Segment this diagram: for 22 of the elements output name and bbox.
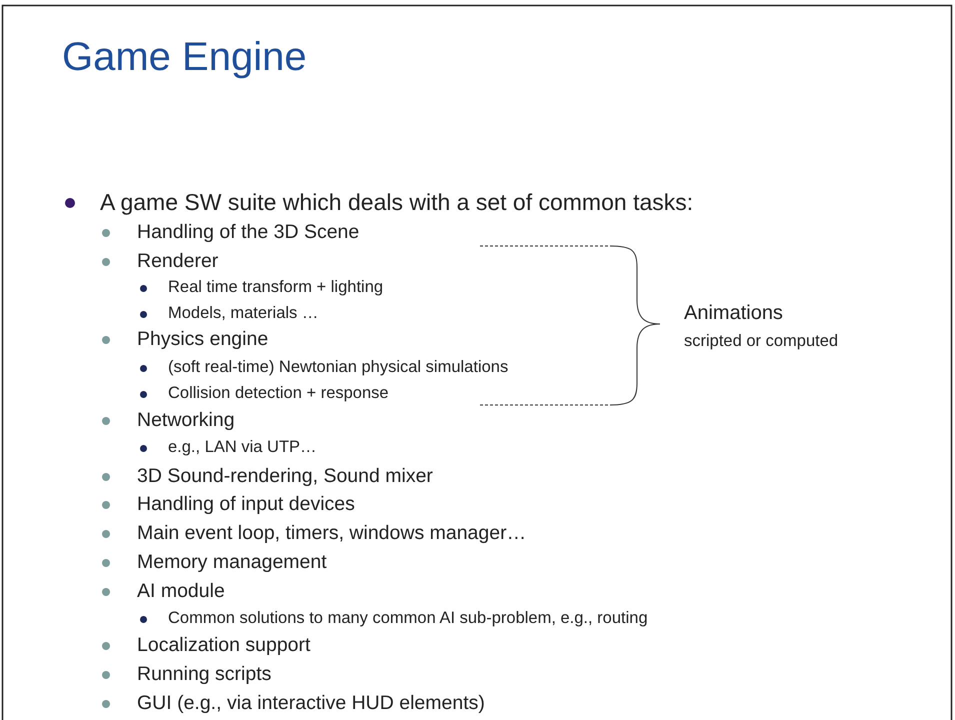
bullet-text: Handling of the 3D Scene (137, 221, 360, 244)
bullet-text: A game SW suite which deals with a set of common tasks: (100, 189, 694, 216)
bullet-text: e.g., LAN via UTP… (168, 438, 317, 458)
bullet-text: Running scripts (137, 663, 272, 686)
slide-title: Game Engine (62, 34, 307, 80)
bullet-text: Collision detection + response (168, 384, 389, 404)
bullet-text: Real time transform + lighting (168, 278, 384, 298)
bullet-text: Physics engine (137, 328, 268, 351)
bullet-text: Memory management (137, 551, 327, 574)
bullet-text: 3D Sound-rendering, Sound mixer (137, 465, 433, 488)
bullet-text: Networking (137, 409, 235, 432)
bullet-text: Handling of input devices (137, 493, 355, 516)
bullet-text: (soft real-time) Newtonian physical simulations (168, 358, 508, 378)
bullet-text: Localization support (137, 634, 310, 657)
bullet-text: Renderer (137, 250, 218, 273)
bullet-text: AI module (137, 580, 225, 603)
bullet-text: Models, materials … (168, 304, 318, 324)
bullet-text: Main event loop, timers, windows manager… (137, 522, 526, 545)
bullet-text: Common solutions to many common AI sub-problem, e.g., routing (168, 609, 648, 628)
annotation-text: scripted or computed (684, 332, 838, 352)
bullet-text: GUI (e.g., via interactive HUD elements) (137, 692, 485, 715)
annotation-text: Animations (684, 302, 783, 325)
